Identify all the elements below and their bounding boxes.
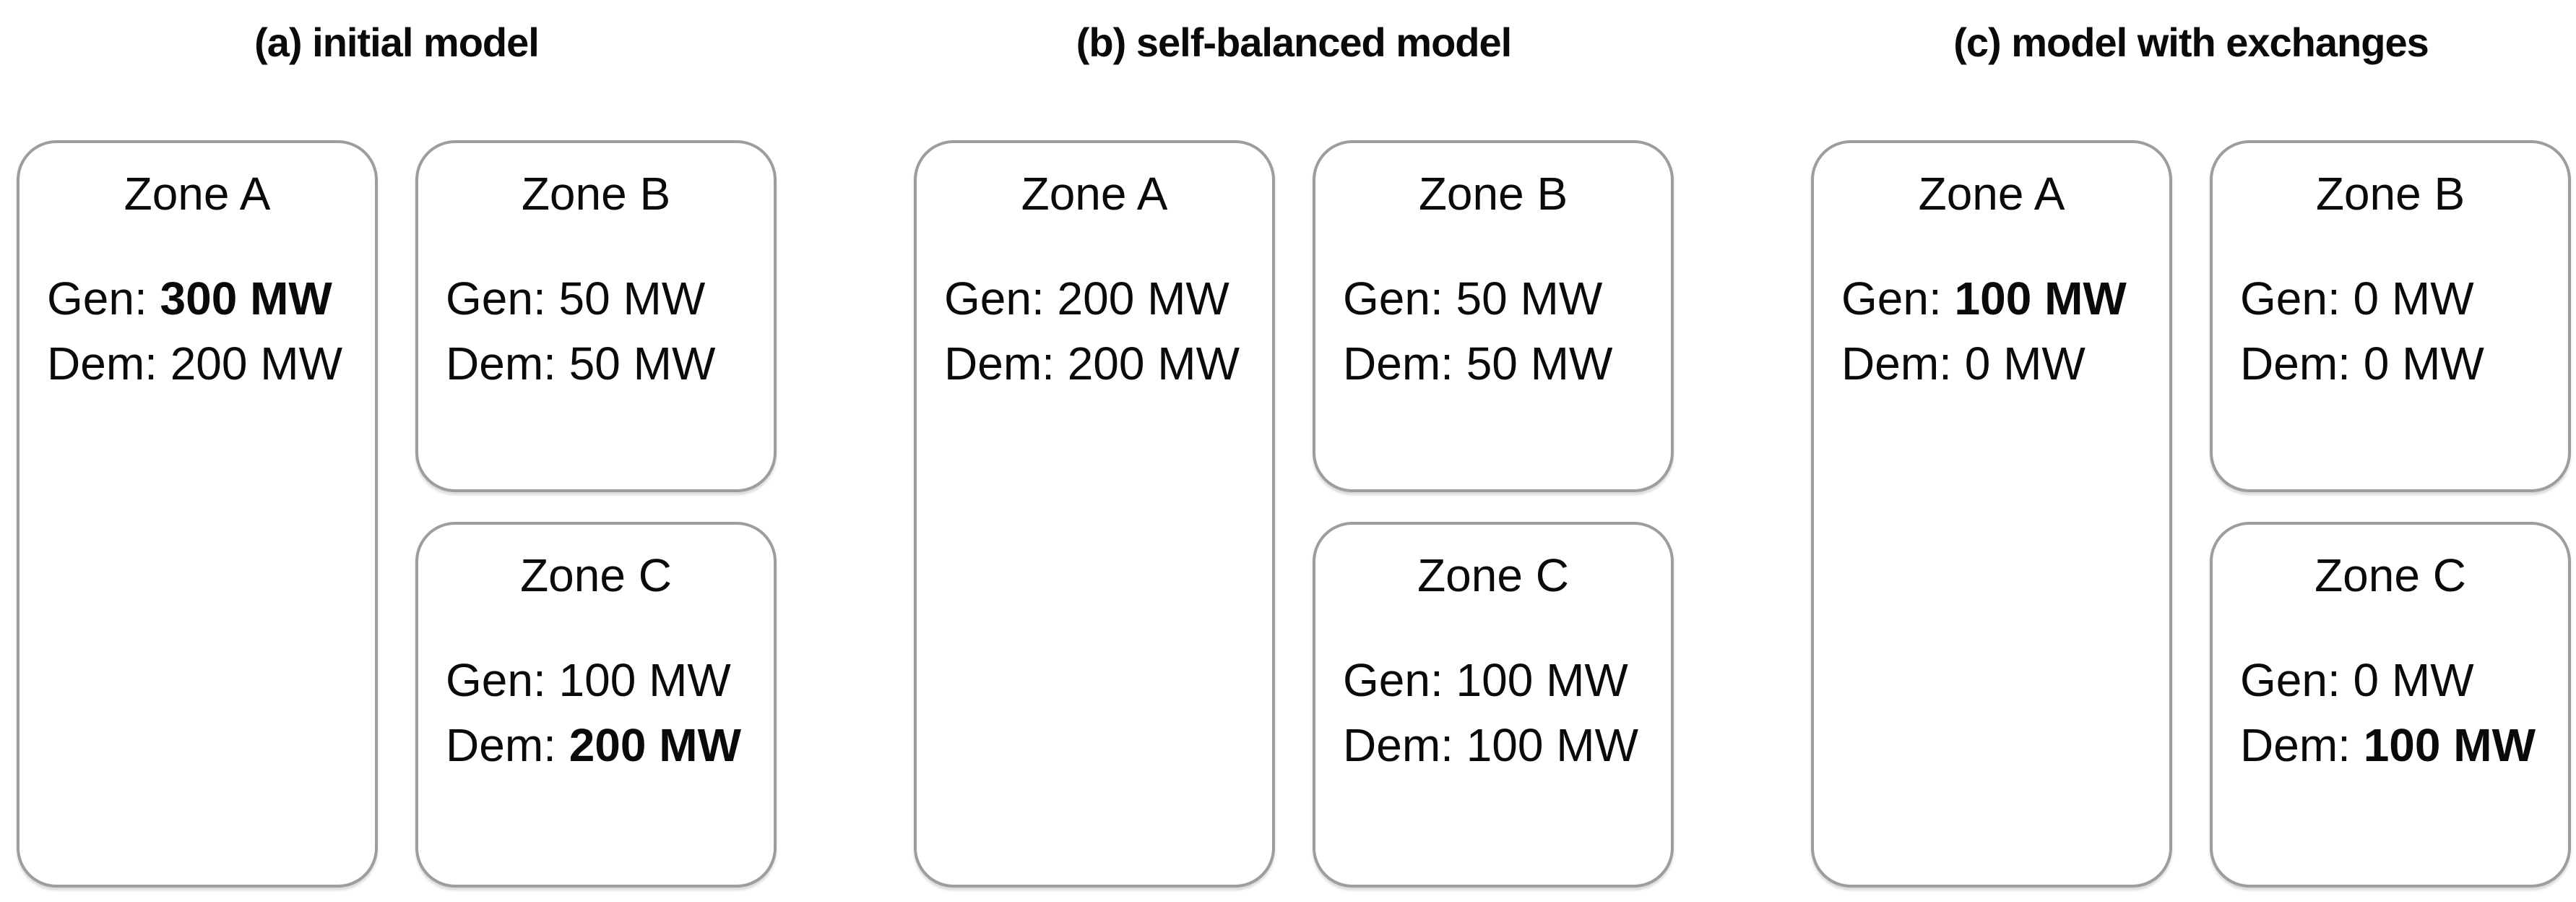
panel-self-balanced-model: (b) self-balanced model Zone A Gen: 200 … [914, 0, 1674, 902]
panel-columns: Zone A Gen: 200 MW Dem: 200 MW [914, 140, 1674, 888]
zone-name: Zone A [1918, 168, 2065, 220]
panel-title: (a) initial model [254, 20, 540, 65]
gen-line: Gen: 50 MW [446, 266, 766, 331]
zone-box-b: Zone B Gen: 0 MW Dem: 0 MW [2210, 140, 2571, 492]
gen-line: Gen: 50 MW [1343, 266, 1664, 331]
zone-box-a: Zone A Gen: 200 MW Dem: 200 MW [914, 140, 1275, 888]
dem-value: 200 MW [1067, 338, 1240, 390]
dem-value: 0 MW [1964, 338, 2086, 390]
dem-value: 100 MW [2363, 719, 2536, 771]
zone-stats: Gen: 200 MW Dem: 200 MW [917, 266, 1272, 396]
gen-value: 300 MW [160, 272, 332, 325]
gen-label: Gen: [446, 272, 546, 325]
panel-initial-model: (a) initial model Zone A Gen: 300 MW Dem… [17, 0, 777, 902]
zone-box-b: Zone B Gen: 50 MW Dem: 50 MW [1313, 140, 1674, 492]
zone-name: Zone C [2314, 549, 2466, 601]
dem-value: 200 MW [569, 719, 741, 771]
zone-box-c: Zone C Gen: 100 MW Dem: 100 MW [1313, 522, 1674, 888]
column-right: Zone B Gen: 50 MW Dem: 50 MW Zone C [1313, 140, 1674, 888]
dem-label: Dem: [47, 338, 157, 390]
gen-value: 50 MW [1456, 272, 1603, 325]
dem-label: Dem: [1343, 719, 1453, 771]
zone-stats: Gen: 50 MW Dem: 50 MW [1315, 266, 1671, 396]
dem-line: Dem: 200 MW [47, 331, 368, 396]
gen-value: 100 MW [1456, 654, 1628, 706]
dem-value: 100 MW [1466, 719, 1638, 771]
dem-label: Dem: [1841, 338, 1952, 390]
dem-line: Dem: 0 MW [2240, 331, 2561, 396]
dem-value: 50 MW [1466, 338, 1613, 390]
zone-name: Zone B [1418, 168, 1568, 220]
gen-value: 0 MW [2353, 272, 2474, 325]
dem-line: Dem: 0 MW [1841, 331, 2162, 396]
column-right: Zone B Gen: 0 MW Dem: 0 MW Zone C [2210, 140, 2571, 888]
dem-value: 0 MW [2363, 338, 2484, 390]
gen-label: Gen: [1343, 272, 1443, 325]
gen-value: 100 MW [1954, 272, 2127, 325]
dem-line: Dem: 100 MW [2240, 713, 2561, 778]
zone-box-c: Zone C Gen: 0 MW Dem: 100 MW [2210, 522, 2571, 888]
dem-value: 50 MW [569, 338, 716, 390]
dem-label: Dem: [446, 338, 556, 390]
zone-stats: Gen: 100 MW Dem: 0 MW [1814, 266, 2169, 396]
dem-label: Dem: [2240, 719, 2351, 771]
gen-line: Gen: 0 MW [2240, 266, 2561, 331]
zone-box-b: Zone B Gen: 50 MW Dem: 50 MW [415, 140, 777, 492]
zone-name: Zone A [1021, 168, 1168, 220]
gen-label: Gen: [2240, 654, 2341, 706]
gen-label: Gen: [47, 272, 147, 325]
column-left: Zone A Gen: 300 MW Dem: 200 MW [17, 140, 378, 888]
zone-name: Zone B [521, 168, 671, 220]
dem-label: Dem: [1343, 338, 1453, 390]
gen-line: Gen: 100 MW [1343, 648, 1664, 713]
dem-line: Dem: 200 MW [446, 713, 766, 778]
dem-value: 200 MW [170, 338, 342, 390]
gen-value: 0 MW [2353, 654, 2474, 706]
gen-label: Gen: [446, 654, 546, 706]
gen-label: Gen: [1343, 654, 1443, 706]
dem-label: Dem: [944, 338, 1055, 390]
gen-line: Gen: 0 MW [2240, 648, 2561, 713]
dem-label: Dem: [2240, 338, 2351, 390]
dem-line: Dem: 200 MW [944, 331, 1265, 396]
gen-line: Gen: 100 MW [1841, 266, 2162, 331]
zone-stats: Gen: 100 MW Dem: 100 MW [1315, 648, 1671, 778]
column-left: Zone A Gen: 200 MW Dem: 200 MW [914, 140, 1275, 888]
gen-line: Gen: 100 MW [446, 648, 766, 713]
panel-title: (c) model with exchanges [1953, 20, 2429, 65]
zone-box-a: Zone A Gen: 300 MW Dem: 200 MW [17, 140, 378, 888]
gen-value: 50 MW [558, 272, 706, 325]
gen-label: Gen: [1841, 272, 1942, 325]
dem-line: Dem: 100 MW [1343, 713, 1664, 778]
panel-columns: Zone A Gen: 300 MW Dem: 200 MW [17, 140, 777, 888]
zone-name: Zone A [124, 168, 271, 220]
panel-columns: Zone A Gen: 100 MW Dem: 0 MW [1811, 140, 2571, 888]
zone-name: Zone C [520, 549, 672, 601]
dem-line: Dem: 50 MW [446, 331, 766, 396]
panel-model-with-exchanges: (c) model with exchanges Zone A Gen: 100… [1811, 0, 2571, 902]
gen-line: Gen: 300 MW [47, 266, 368, 331]
zone-stats: Gen: 300 MW Dem: 200 MW [20, 266, 375, 396]
zone-name: Zone C [1417, 549, 1569, 601]
gen-value: 200 MW [1057, 272, 1229, 325]
zone-stats: Gen: 0 MW Dem: 0 MW [2213, 266, 2568, 396]
column-left: Zone A Gen: 100 MW Dem: 0 MW [1811, 140, 2172, 888]
zone-stats: Gen: 0 MW Dem: 100 MW [2213, 648, 2568, 778]
gen-label: Gen: [944, 272, 1045, 325]
zone-stats: Gen: 50 MW Dem: 50 MW [418, 266, 774, 396]
zone-name: Zone B [2315, 168, 2465, 220]
gen-line: Gen: 200 MW [944, 266, 1265, 331]
zone-box-c: Zone C Gen: 100 MW Dem: 200 MW [415, 522, 777, 888]
panel-title: (b) self-balanced model [1076, 20, 1512, 65]
zone-stats: Gen: 100 MW Dem: 200 MW [418, 648, 774, 778]
zone-box-a: Zone A Gen: 100 MW Dem: 0 MW [1811, 140, 2172, 888]
dem-label: Dem: [446, 719, 556, 771]
gen-label: Gen: [2240, 272, 2341, 325]
dem-line: Dem: 50 MW [1343, 331, 1664, 396]
column-right: Zone B Gen: 50 MW Dem: 50 MW Zone C [415, 140, 777, 888]
gen-value: 100 MW [558, 654, 731, 706]
